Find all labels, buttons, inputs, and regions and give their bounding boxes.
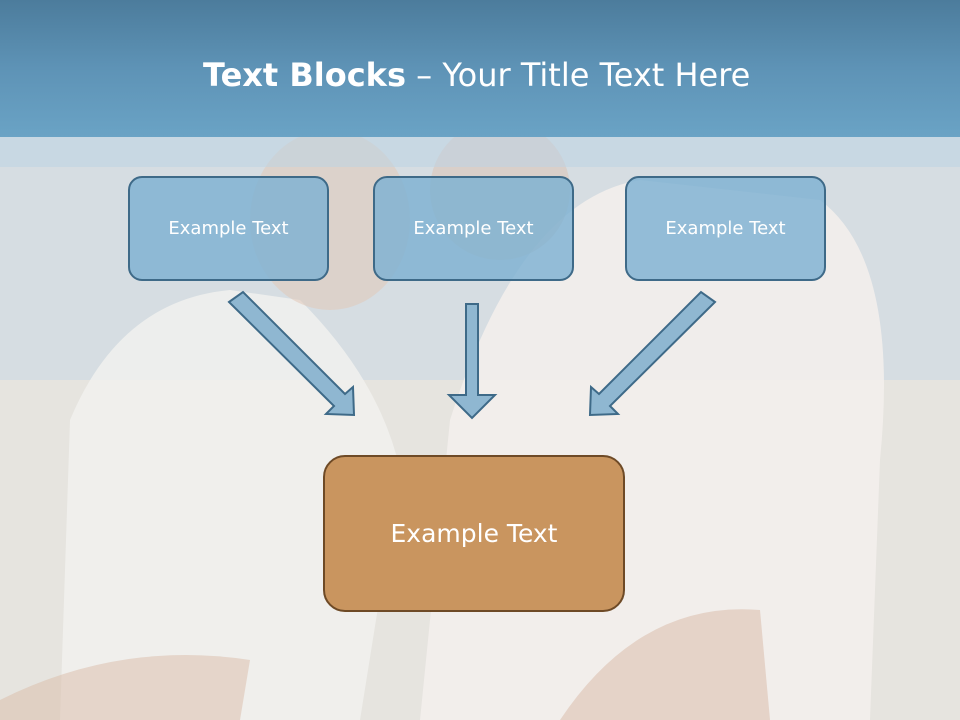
text-block-2: Example Text <box>373 176 574 281</box>
text-block-3-label: Example Text <box>665 218 786 239</box>
title-bold-part: Text Blocks <box>203 56 406 94</box>
text-block-1: Example Text <box>128 176 329 281</box>
title-rest-part: – Your Title Text Here <box>406 56 751 94</box>
arrow-center-icon <box>446 303 498 420</box>
arrow-left-icon <box>227 290 356 417</box>
text-block-2-label: Example Text <box>413 218 534 239</box>
result-block-label: Example Text <box>390 519 558 548</box>
header-accent-band <box>0 137 960 167</box>
header-band <box>0 0 960 137</box>
arrow-right-icon <box>588 290 717 417</box>
result-block: Example Text <box>323 455 625 612</box>
text-block-1-label: Example Text <box>168 218 289 239</box>
slide-title: Text Blocks – Your Title Text Here <box>203 52 750 98</box>
text-block-3: Example Text <box>625 176 826 281</box>
